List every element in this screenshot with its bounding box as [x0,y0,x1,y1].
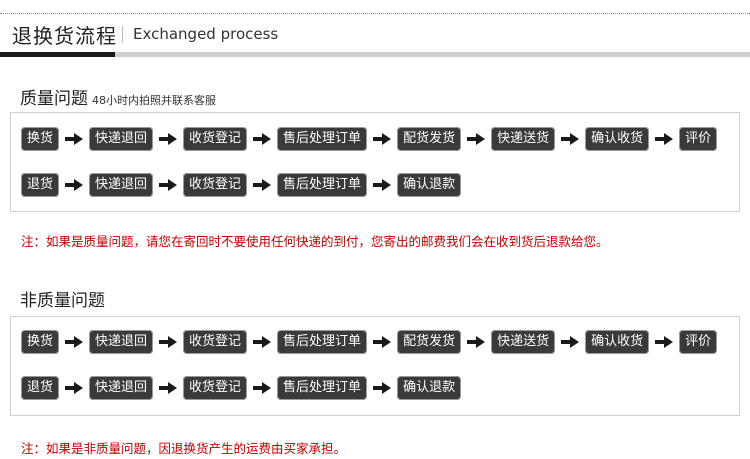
flow-step: 退货 [21,376,60,400]
flow-step: 换货 [21,127,60,151]
arrow-right-icon [252,330,272,354]
flow-step: 配货发货 [397,127,462,151]
arrow-right-icon [372,376,392,400]
page-title: 退换货流程 [12,24,117,48]
quality-note: 注：如果是质量问题，请您在寄回时不要使用任何快递的到付，您寄出的邮费我们会在收到… [21,234,609,249]
flow-step: 快递退回 [89,376,154,400]
flow-step: 评价 [679,127,718,151]
header-underline [115,52,750,57]
quality-flow-box: 换货快递退回收货登记售后处理订单配货发货快递送货确认收货评价 退货快递退回收货登… [10,112,740,212]
quality-flow-row-return: 退货 快递退回 收货登记 售后处理订单 确认退款 [21,173,462,197]
non-quality-note: 注：如果是非质量问题，因退换货产生的运费由买家承担。 [21,441,347,456]
arrow-right-icon [560,330,580,354]
flow-step: 确认退款 [397,376,462,400]
non-quality-flow-box: 换货快递退回收货登记售后处理订单配货发货快递送货确认收货评价 退货快递退回收货登… [10,316,740,416]
arrow-right-icon [252,376,272,400]
flow-step: 售后处理订单 [277,127,368,151]
arrow-right-icon [654,330,674,354]
flow-step: 快递退回 [89,127,154,151]
flow-step: 售后处理订单 [277,376,368,400]
flow-step: 确认收货 [585,330,650,354]
flow-step: 配货发货 [397,330,462,354]
title-separator [122,26,123,43]
flow-step: 退货 [21,173,60,197]
flow-step: 售后处理订单 [277,330,368,354]
arrow-right-icon [158,330,178,354]
arrow-right-icon [158,127,178,151]
quality-subtitle: 48小时内拍照并联系客服 [92,94,216,107]
arrow-right-icon [466,127,486,151]
flow-step: 收货登记 [183,127,248,151]
arrow-right-icon [158,173,178,197]
arrow-right-icon [372,127,392,151]
quality-section-title: 质量问题 48小时内拍照并联系客服 [20,84,216,109]
non-quality-section-title: 非质量问题 [20,286,105,311]
flow-step: 收货登记 [183,330,248,354]
flow-step: 快递送货 [491,330,556,354]
arrow-right-icon [64,127,84,151]
flow-step: 评价 [679,330,718,354]
flow-step: 快递退回 [89,330,154,354]
non-quality-title: 非质量问题 [20,291,105,311]
page-subtitle: Exchanged process [133,25,279,43]
arrow-right-icon [64,173,84,197]
arrow-right-icon [252,173,272,197]
flow-step: 确认退款 [397,173,462,197]
arrow-right-icon [372,173,392,197]
non-quality-flow-row-return: 退货 快递退回 收货登记 售后处理订单 确认退款 [21,376,462,400]
flow-step: 售后处理订单 [277,173,368,197]
arrow-right-icon [372,330,392,354]
arrow-right-icon [654,127,674,151]
arrow-right-icon [466,330,486,354]
arrow-right-icon [560,127,580,151]
quality-flow-row-exchange: 换货 快递退回 收货登记 售后处理订单 配货发货 快递送货 确认收货 评价 [21,127,718,151]
arrow-right-icon [158,376,178,400]
page-header: 退换货流程 Exchanged process [0,16,750,58]
arrow-right-icon [64,376,84,400]
flow-step: 快递送货 [491,127,556,151]
header-accent-bar [0,52,115,57]
top-dotted-divider [0,13,750,14]
arrow-right-icon [64,330,84,354]
flow-step: 收货登记 [183,173,248,197]
arrow-right-icon [252,127,272,151]
non-quality-flow-row-exchange: 换货 快递退回 收货登记 售后处理订单 配货发货 快递送货 确认收货 评价 [21,330,718,354]
quality-title: 质量问题 [20,89,88,109]
flow-step: 快递退回 [89,173,154,197]
flow-step: 换货 [21,330,60,354]
flow-step: 确认收货 [585,127,650,151]
flow-step: 收货登记 [183,376,248,400]
